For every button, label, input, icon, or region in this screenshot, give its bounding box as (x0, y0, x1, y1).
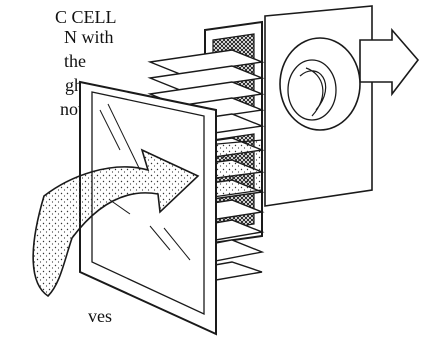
fan (280, 38, 360, 130)
